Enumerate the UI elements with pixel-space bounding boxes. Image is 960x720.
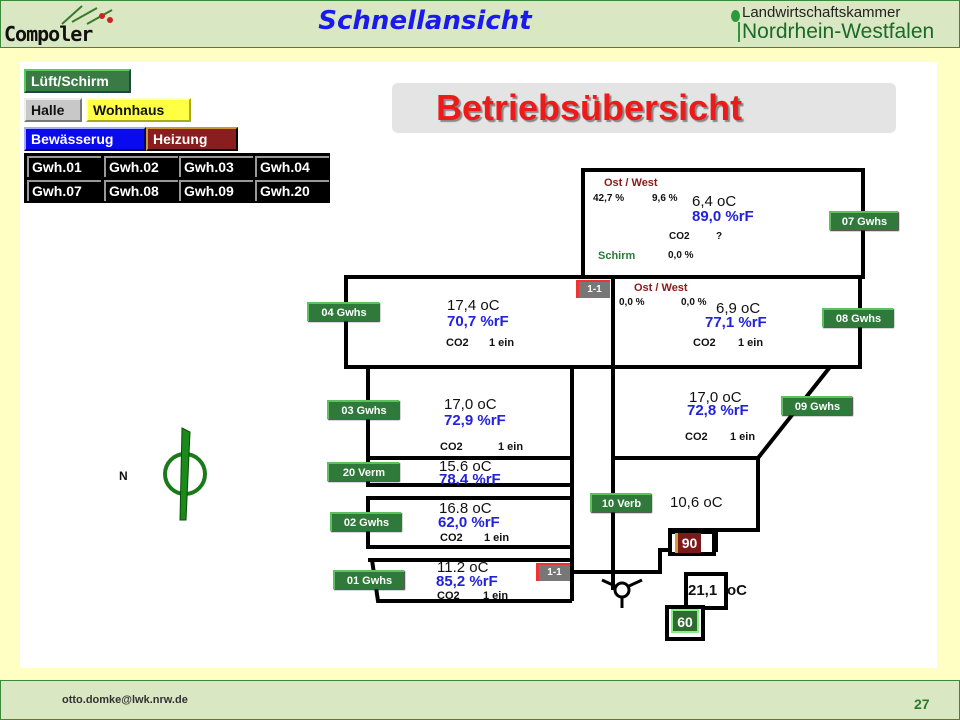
gwh-03-button[interactable]: Gwh.03	[179, 156, 253, 177]
bewaesserung-button[interactable]: Bewässerug	[24, 127, 146, 151]
compass-north-label: N	[119, 469, 128, 483]
g07-ost-value: 42,7 %	[593, 193, 625, 204]
g01-temperature: 11.2 oC	[437, 559, 489, 576]
g07-co2-value: ?	[716, 231, 723, 242]
g04-co2-value: 1 ein	[489, 337, 515, 349]
gwh-20-button[interactable]: Gwh.20	[255, 180, 329, 201]
fan-icon	[601, 578, 643, 608]
g07-ost-west-label: Ost / West	[604, 177, 658, 189]
g09-temperature: 17,0 oC	[689, 389, 742, 406]
g03-tag-button[interactable]: 03 Gwhs	[327, 400, 399, 419]
g01-co2-value: 1 ein	[483, 590, 509, 600]
lwk-logo-icon	[731, 10, 740, 22]
heating-return-temp[interactable]: 60	[671, 609, 699, 633]
g08-temperature: 6,9 oC	[716, 300, 761, 317]
gwh-01-button[interactable]: Gwh.01	[27, 156, 101, 177]
compass-icon	[163, 427, 207, 521]
g08-ost-west-label: Ost / West	[634, 282, 688, 294]
g09-tag-button[interactable]: 09 Gwhs	[781, 396, 852, 415]
g02-co2-label: CO2	[440, 532, 463, 544]
footer-email-link[interactable]: otto.domke@lwk.nrw.de	[62, 694, 188, 706]
g07-co2-label: CO2	[669, 231, 690, 242]
g07-temperature: 6,4 oC	[692, 193, 737, 210]
g08-west-value: 0,0 %	[681, 297, 707, 308]
g02-tag-button[interactable]: 02 Gwhs	[330, 512, 401, 531]
g04-temperature: 17,4 oC	[447, 297, 500, 314]
g10-temperature: 10,6 oC	[670, 494, 723, 511]
g07-tag-button[interactable]: 07 Gwhs	[829, 211, 898, 230]
g02-co2-value: 1 ein	[484, 532, 510, 544]
lwk-logo-bar	[738, 22, 740, 42]
page-number: 27	[914, 696, 930, 712]
page-title: Betriebsübersicht	[392, 83, 896, 133]
slide-title: Schnellansicht	[318, 6, 532, 36]
lueft-schirm-button[interactable]: Lüft/Schirm	[24, 69, 131, 93]
footer-bar	[0, 680, 960, 720]
g01-humidity: 85,2 %rF	[436, 573, 498, 590]
halle-button[interactable]: Halle	[24, 98, 82, 122]
outside-temp-value: 21,1	[688, 582, 718, 599]
g09-co2-label: CO2	[685, 431, 708, 443]
gwh-04-button[interactable]: Gwh.04	[255, 156, 329, 177]
outside-temp-unit: oC	[727, 582, 747, 599]
g03-co2-label: CO2	[440, 441, 463, 453]
g01-co2-label: CO2	[437, 590, 460, 600]
g02-temperature: 16.8 oC	[439, 500, 492, 517]
g20-temperature: 15.6 oC	[439, 458, 492, 475]
g07-west-value: 9,6 %	[652, 193, 678, 204]
g01-status-badge[interactable]: 1-1	[536, 563, 570, 581]
g20-humidity: 78,4 %rF	[439, 471, 501, 485]
compoler-logo: Compoler	[4, 22, 93, 46]
org-name-line1: Landwirtschaftskammer	[742, 4, 901, 21]
g08-co2-label: CO2	[693, 337, 716, 349]
gwh-02-button[interactable]: Gwh.02	[104, 156, 178, 177]
g09-co2-value: 1 ein	[730, 431, 756, 443]
gwh-07-button[interactable]: Gwh.07	[27, 180, 101, 201]
g10-tag-button[interactable]: 10 Verb	[590, 493, 651, 512]
greenhouse-grid	[24, 153, 330, 203]
g03-humidity: 72,9 %rF	[444, 412, 506, 429]
g04-co2-label: CO2	[446, 337, 469, 349]
gwh-09-button[interactable]: Gwh.09	[179, 180, 253, 201]
heizung-button[interactable]: Heizung	[146, 127, 238, 151]
g07-schirm-label: Schirm	[598, 250, 636, 262]
g08-co2-value: 1 ein	[738, 337, 764, 349]
outside-temp-box	[684, 572, 728, 610]
g20-tag-button[interactable]: 20 Verm	[327, 462, 399, 481]
g03-temperature: 17,0 oC	[444, 396, 497, 413]
g03-co2-value: 1 ein	[498, 441, 524, 453]
g04-humidity: 70,7 %rF	[447, 313, 509, 330]
g01-tag-button[interactable]: 01 Gwhs	[333, 570, 404, 589]
g07-humidity: 89,0 %rF	[692, 208, 754, 225]
plant-logo-icon	[61, 5, 113, 25]
g02-humidity: 62,0 %rF	[438, 514, 500, 531]
header-bar	[0, 0, 960, 48]
gwh-08-button[interactable]: Gwh.08	[104, 180, 178, 201]
g08-tag-button[interactable]: 08 Gwhs	[822, 308, 893, 327]
wohnhaus-button[interactable]: Wohnhaus	[86, 98, 191, 122]
g04-tag-button[interactable]: 04 Gwhs	[307, 302, 379, 321]
org-name-line2: Nordrhein-Westfalen	[742, 20, 935, 43]
g09-humidity: 72,8 %rF	[687, 402, 749, 419]
g08-humidity: 77,1 %rF	[705, 314, 767, 331]
heating-supply-temp[interactable]: 90	[675, 533, 701, 553]
g08-ost-value: 0,0 %	[619, 297, 645, 308]
g07-schirm-value: 0,0 %	[668, 250, 694, 261]
g08-status-badge[interactable]: 1-1	[576, 280, 610, 298]
